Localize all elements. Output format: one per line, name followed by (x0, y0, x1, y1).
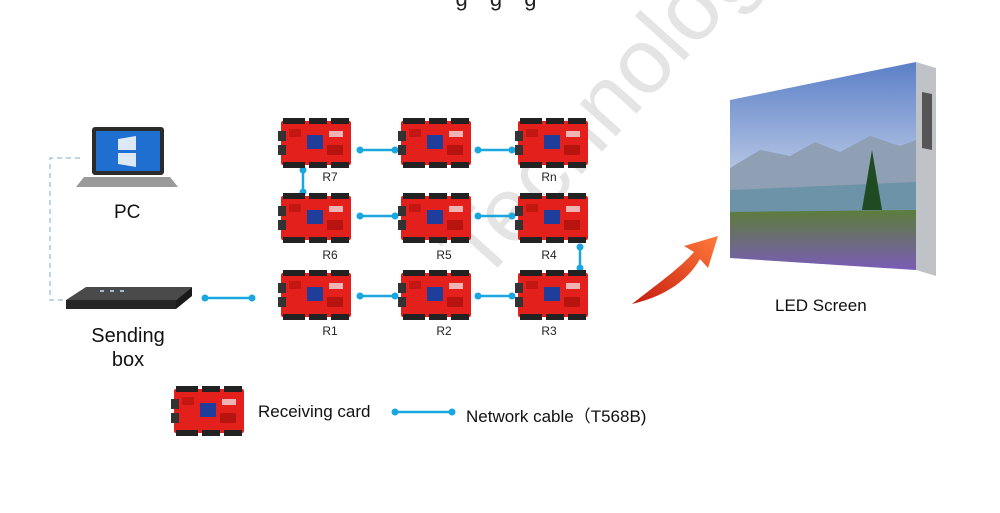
legend-receiving-card-icon (171, 386, 244, 436)
receiving-card-r5 (398, 193, 471, 243)
card-label-r7: R7 (322, 170, 338, 184)
legend-network-cable-icon (391, 408, 456, 416)
card-label-r6: R6 (322, 248, 338, 262)
sending-box-label-line2: box (111, 349, 145, 371)
led-screen-icon (730, 62, 936, 276)
network-cables (299, 146, 584, 300)
receiving-card-r8 (398, 118, 471, 168)
receiving-card-r4 (515, 193, 588, 243)
sending-box-label-line1: Sending (91, 325, 165, 347)
pc-to-sendingbox-dashed-line (49, 157, 80, 301)
legend-network-cable-label: Network cable（T568B) (466, 407, 647, 426)
legend-receiving-card-label: Receiving card (258, 402, 371, 421)
clipped-top-text: g g g (0, 0, 1000, 12)
card-label-r3: R3 (541, 324, 557, 338)
receiving-card-r7 (278, 118, 351, 168)
card-label-r1: R1 (322, 324, 338, 338)
card-label-r5: R5 (436, 248, 452, 262)
card-label-r4: R4 (541, 248, 557, 262)
card-label-rn: Rn (541, 170, 557, 184)
receiving-card-r2 (398, 270, 471, 320)
sending-box-icon (66, 287, 192, 309)
curved-arrow-icon (632, 236, 718, 304)
cable-sending-r1 (201, 294, 256, 302)
receiving-card-r1 (278, 270, 351, 320)
pc-label: PC (114, 202, 141, 223)
receiving-card-r6 (278, 193, 351, 243)
led-screen-label: LED Screen (775, 296, 867, 315)
laptop-icon (76, 127, 178, 187)
receiving-card-r3 (515, 270, 588, 320)
receiving-card-rn (515, 118, 588, 168)
card-label-r2: R2 (436, 324, 452, 338)
